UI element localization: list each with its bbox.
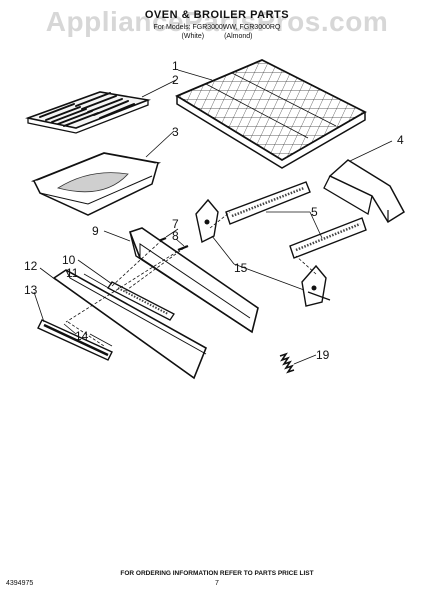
- hinge-bracket-left: [195, 198, 219, 244]
- broiler-pan: [30, 152, 162, 216]
- slide-rail-upper: [225, 181, 311, 225]
- screw-8: [177, 244, 189, 252]
- callout-15: 15: [234, 261, 248, 275]
- models-line: For Models: FGR3000WW, FGR3000RQ: [153, 24, 281, 31]
- slide-rail-lower: [289, 217, 367, 259]
- callout-11: 11: [66, 266, 79, 280]
- broiler-pan-grid: [25, 91, 152, 134]
- color-white: (White): [181, 33, 205, 40]
- callout-4: 4: [397, 133, 404, 147]
- callout-12: 12: [24, 259, 38, 273]
- color-line: (White) (Almond): [0, 33, 434, 40]
- callout-8: 8: [172, 229, 179, 243]
- callout-9: 9: [92, 224, 99, 238]
- drawer-handle: [107, 281, 175, 321]
- color-almond: (Almond): [224, 33, 253, 40]
- callout-14: 14: [75, 329, 89, 343]
- page-number: 7: [215, 580, 219, 587]
- bottom-trim: [37, 319, 113, 361]
- leader-lines: [33, 69, 393, 365]
- drawer-outer-panel: [52, 269, 208, 380]
- watermark: AppliancePartsPros.com: [45, 6, 389, 37]
- oven-rack: [175, 59, 367, 169]
- callout-7: 7: [172, 217, 179, 231]
- assembly-lines: [65, 211, 317, 347]
- drawer-front-panel: [128, 227, 259, 334]
- callout-19: 19: [316, 348, 330, 362]
- spring: [279, 352, 295, 374]
- hinge-bracket-right: [301, 264, 331, 307]
- diagram-title: OVEN & BROILER PARTS: [144, 9, 290, 21]
- callout-13: 13: [24, 283, 38, 297]
- callout-3: 3: [172, 125, 179, 139]
- callout-2: 2: [172, 73, 179, 87]
- callout-10: 10: [62, 253, 76, 267]
- ordering-note: FOR ORDERING INFORMATION REFER TO PARTS …: [120, 570, 314, 577]
- document-number: 4394975: [6, 580, 34, 587]
- rack-support-bracket: [323, 159, 405, 224]
- callout-5: 5: [311, 205, 318, 219]
- callout-1: 1: [172, 59, 179, 73]
